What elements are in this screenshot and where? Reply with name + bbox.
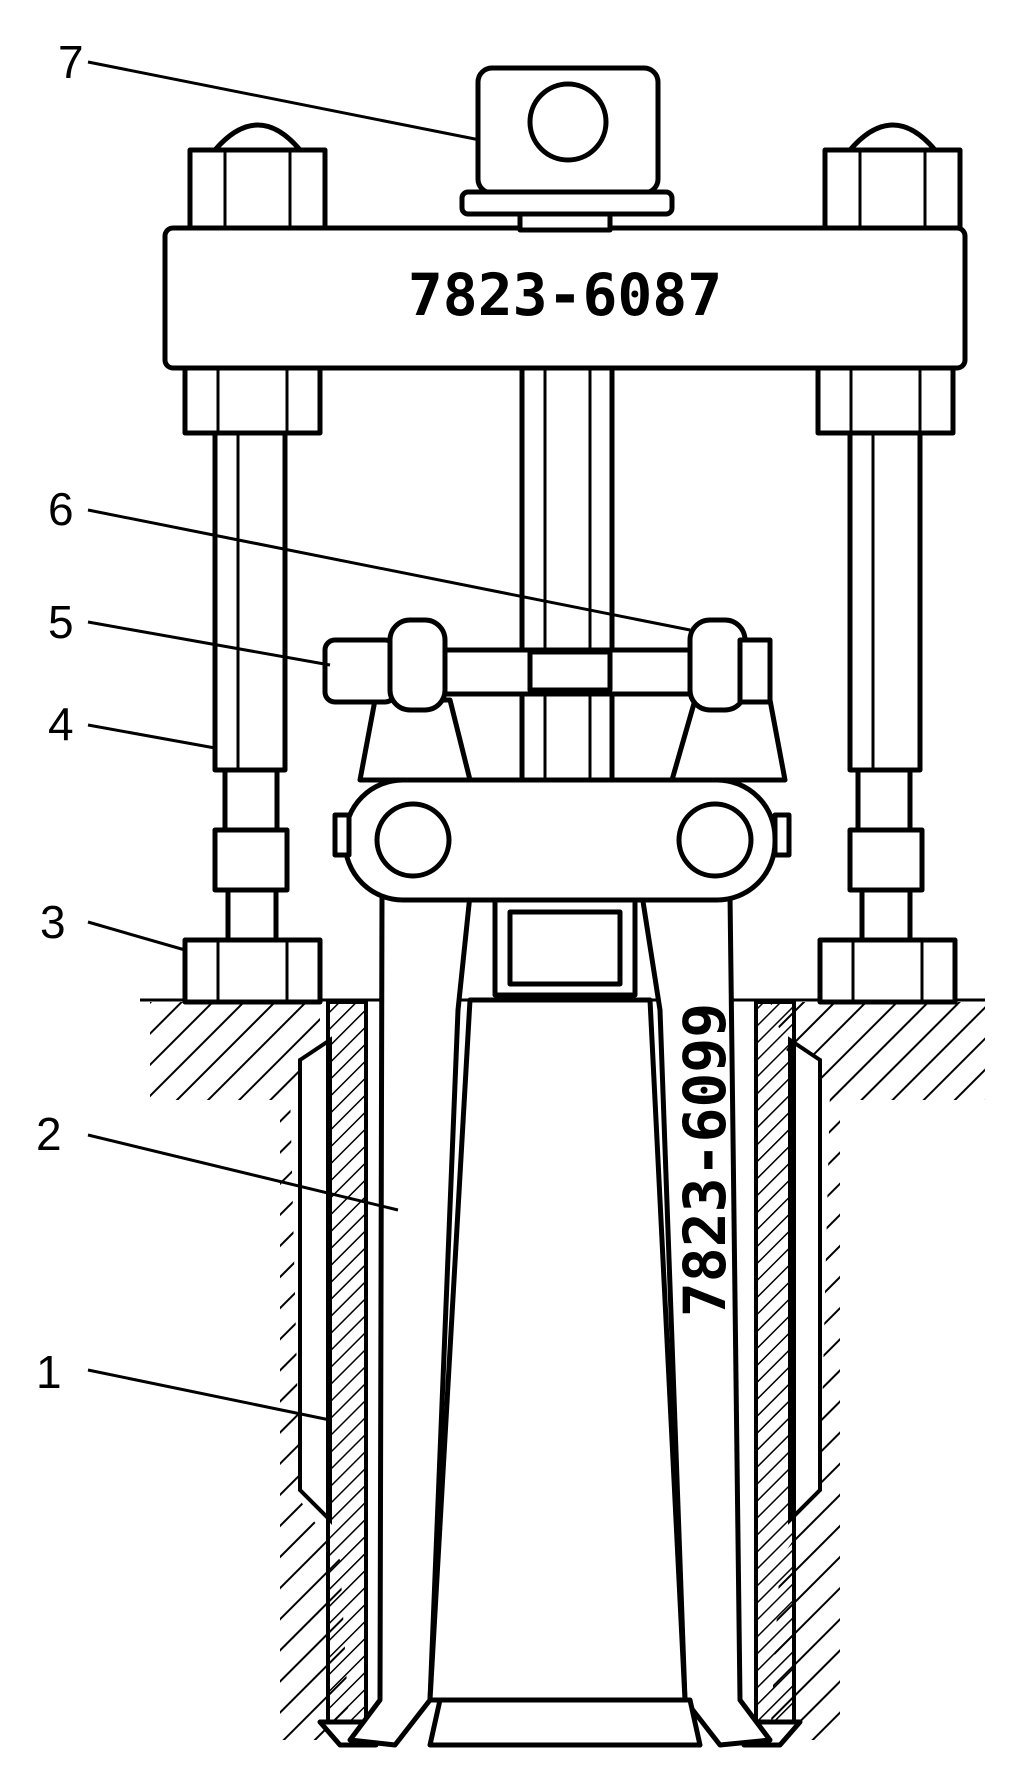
crossbar: 7823-6087	[162, 122, 968, 436]
engine-block-section	[140, 998, 985, 1740]
crossbar-marking: 7823-6087	[408, 261, 722, 329]
callout-5: 5	[48, 596, 74, 648]
callout-1: 1	[36, 1346, 62, 1398]
callout-labels: 7 6 5 4 3 2 1	[36, 36, 84, 1398]
callout-4: 4	[48, 698, 74, 750]
puller-arm-marking: 7823-6099	[671, 1003, 739, 1317]
center-screw	[519, 352, 615, 798]
gripper-linkage	[322, 617, 792, 998]
callout-6: 6	[48, 483, 74, 535]
leader-lines	[87, 60, 691, 1422]
callout-2: 2	[36, 1108, 62, 1160]
right-stud-assembly	[817, 427, 958, 1005]
puller-legs	[347, 892, 773, 1748]
callout-7: 7	[58, 36, 84, 88]
cylinder-liner	[317, 1000, 803, 1748]
drive-nut	[459, 65, 675, 233]
callout-3: 3	[40, 896, 66, 948]
left-stud-assembly	[182, 427, 323, 1005]
